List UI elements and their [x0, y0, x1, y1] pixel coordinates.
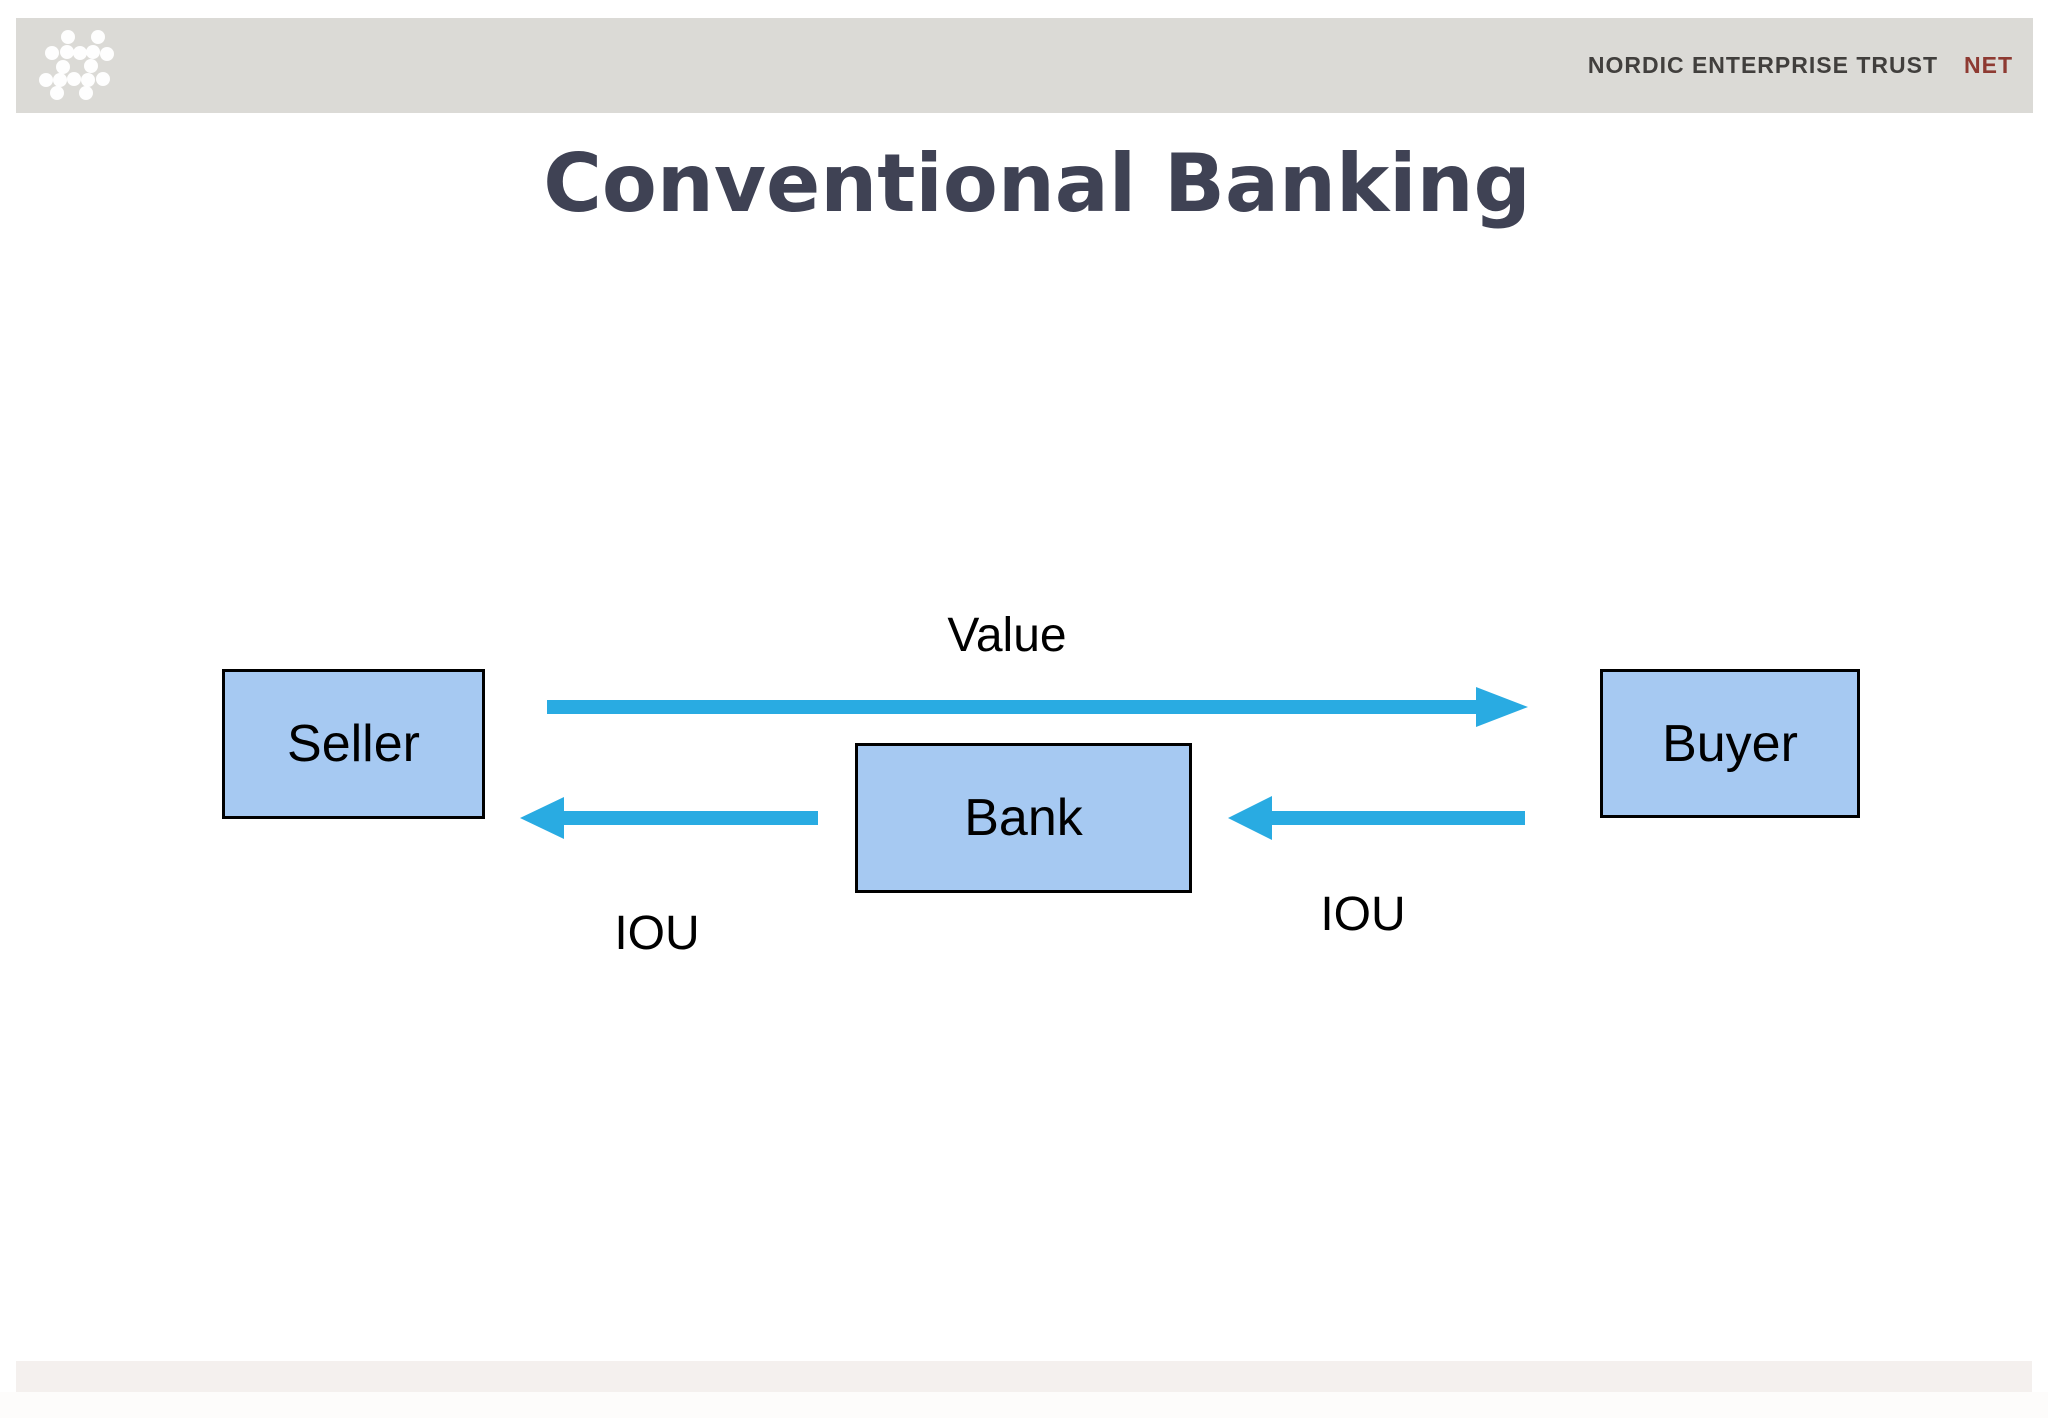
slide-title: Conventional Banking — [543, 137, 1531, 230]
footer-bar — [16, 1361, 2032, 1392]
node-seller-label: Seller — [287, 715, 420, 773]
brand: NORDIC ENTERPRISE TRUST NET — [1588, 52, 2033, 79]
dot-hash-logo-icon — [16, 18, 146, 113]
iou-buyer-to-bank-label: IOU — [1320, 888, 1406, 941]
footer-sub-strip — [0, 1392, 2048, 1418]
value-edge-label: Value — [947, 609, 1067, 662]
brand-name: NORDIC ENTERPRISE TRUST — [1587, 52, 1938, 78]
iou-buyer-to-bank-arrow-shaft — [1272, 811, 1525, 825]
iou-buyer-to-bank-left-head-icon — [1228, 796, 1272, 840]
node-bank-label: Bank — [964, 789, 1083, 847]
iou-bank-to-seller-label: IOU — [614, 907, 700, 960]
iou-bank-to-seller-left-head-icon — [520, 797, 564, 839]
node-seller: Seller — [222, 669, 485, 819]
iou-bank-to-seller-arrow-shaft — [562, 811, 818, 825]
node-buyer-label: Buyer — [1662, 714, 1798, 773]
header-bar: NORDIC ENTERPRISE TRUST NET — [16, 18, 2033, 113]
node-bank: Bank — [855, 743, 1192, 893]
brand-abbreviation: NET — [1964, 52, 2013, 78]
value-arrow-right-head-icon — [1476, 687, 1528, 727]
value-arrow-shaft — [547, 700, 1477, 714]
node-buyer: Buyer — [1600, 669, 1860, 818]
